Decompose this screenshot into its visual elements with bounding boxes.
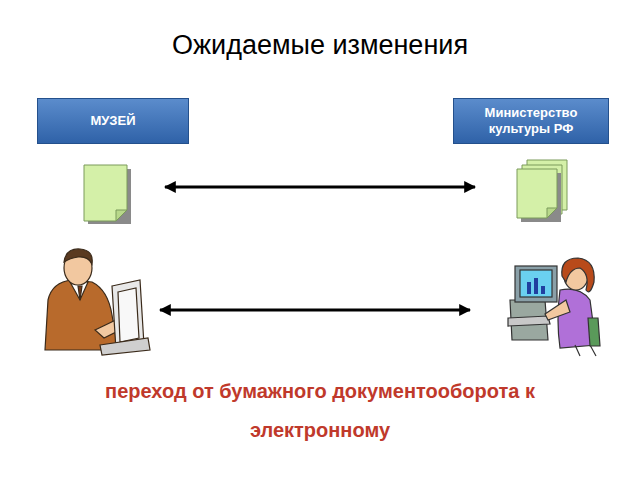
- double-arrow: [165, 186, 475, 189]
- box-label: Министерство культуры РФ: [464, 105, 598, 138]
- man-at-laptop: [45, 249, 150, 355]
- woman-at-computer: [508, 258, 600, 356]
- document-icon: [84, 165, 131, 224]
- double-arrow: [160, 309, 470, 312]
- header-box: МУЗЕЙ: [37, 98, 189, 144]
- header-box: Министерство культуры РФ: [453, 98, 609, 144]
- box-label: МУЗЕЙ: [90, 113, 135, 129]
- slide-title: Ожидаемые изменения: [0, 30, 640, 61]
- document-stack-icon: [517, 160, 567, 222]
- caption: переход от бумажного документооборота к …: [80, 372, 560, 450]
